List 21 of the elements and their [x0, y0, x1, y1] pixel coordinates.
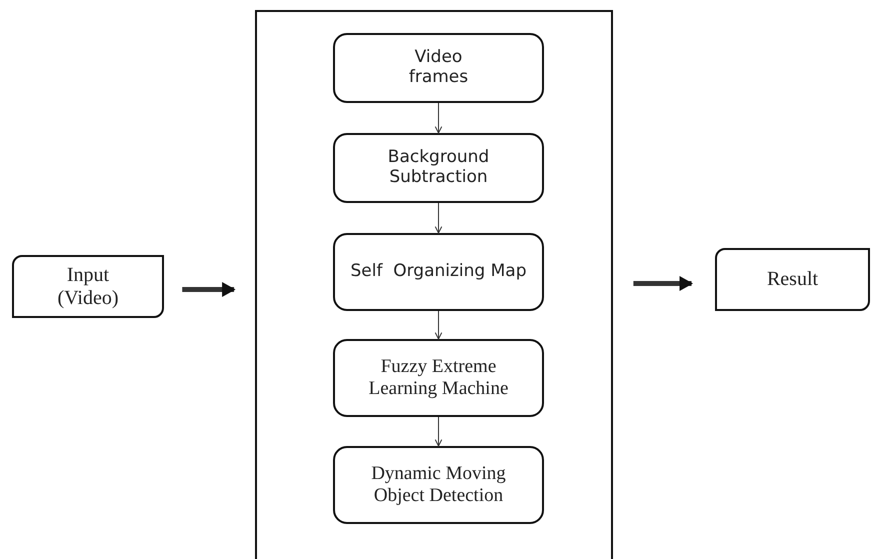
- node-label: Video frames: [408, 48, 470, 88]
- arrow: [633, 276, 694, 291]
- process-box: [333, 33, 544, 103]
- process-box: [333, 233, 544, 311]
- arrow: [434, 416, 442, 446]
- node-label: Input (Video): [56, 264, 120, 310]
- process-box: [333, 446, 544, 524]
- process-box: [333, 339, 544, 417]
- node-label: Result: [766, 268, 820, 291]
- process-box: [333, 133, 544, 203]
- arrow: [434, 310, 442, 340]
- node-label: Background Subtraction: [386, 148, 490, 188]
- node-label: Fuzzy Extreme Learning Machine: [368, 356, 510, 400]
- arrow: [434, 102, 442, 134]
- input-box: [12, 255, 164, 318]
- arrow: [182, 282, 236, 297]
- arrow: [434, 202, 442, 234]
- container-box: [255, 10, 613, 559]
- node-label: Dynamic Moving Object Detection: [370, 463, 507, 507]
- node-label: Self Organizing Map: [349, 262, 528, 282]
- result-box: [715, 248, 870, 311]
